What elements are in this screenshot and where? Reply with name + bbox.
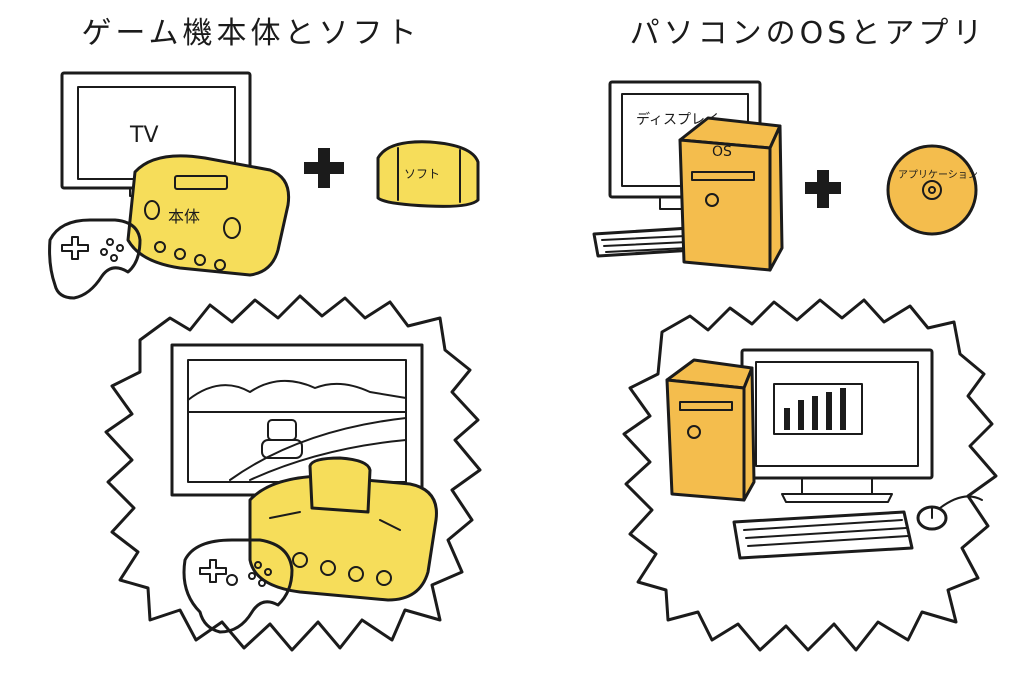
console-label: 本体 [168, 207, 200, 226]
plus-icon-right [805, 170, 841, 208]
game-console-illustration: TV 本体 [48, 71, 482, 652]
large-tower-icon [665, 358, 756, 502]
pc-title: パソコンのOSとアプリ [629, 16, 987, 51]
disc-label: アプリケーション [898, 169, 978, 181]
burst-frame [104, 294, 482, 652]
large-display-icon [740, 348, 934, 503]
burst-frame-right [622, 298, 998, 652]
tower-icon: OS [678, 116, 784, 272]
game-console-title: ゲーム機本体とソフト [81, 16, 421, 51]
cartridge-icon: ソフト [376, 140, 480, 208]
game-scene-tv [170, 343, 424, 497]
tv-label: TV [129, 123, 159, 148]
large-keyboard-icon [732, 510, 914, 560]
console-icon: 本体 [126, 154, 291, 277]
large-controller-icon [182, 538, 294, 634]
mouse-icon [916, 495, 983, 531]
cartridge-label: ソフト [404, 167, 440, 181]
pc-panel: パソコンのOSとアプリ ディスプレイ OS [512, 0, 1024, 673]
pc-illustration: ディスプレイ OS アプリケーション [592, 80, 998, 652]
game-console-panel: ゲーム機本体とソフト TV 本体 [48, 16, 482, 652]
controller-icon [48, 218, 142, 300]
tower-label: OS [712, 144, 732, 160]
plus-icon [304, 148, 344, 188]
keyboard-icon [592, 226, 696, 258]
large-console-icon [248, 456, 438, 602]
disc-icon: アプリケーション [886, 144, 978, 236]
